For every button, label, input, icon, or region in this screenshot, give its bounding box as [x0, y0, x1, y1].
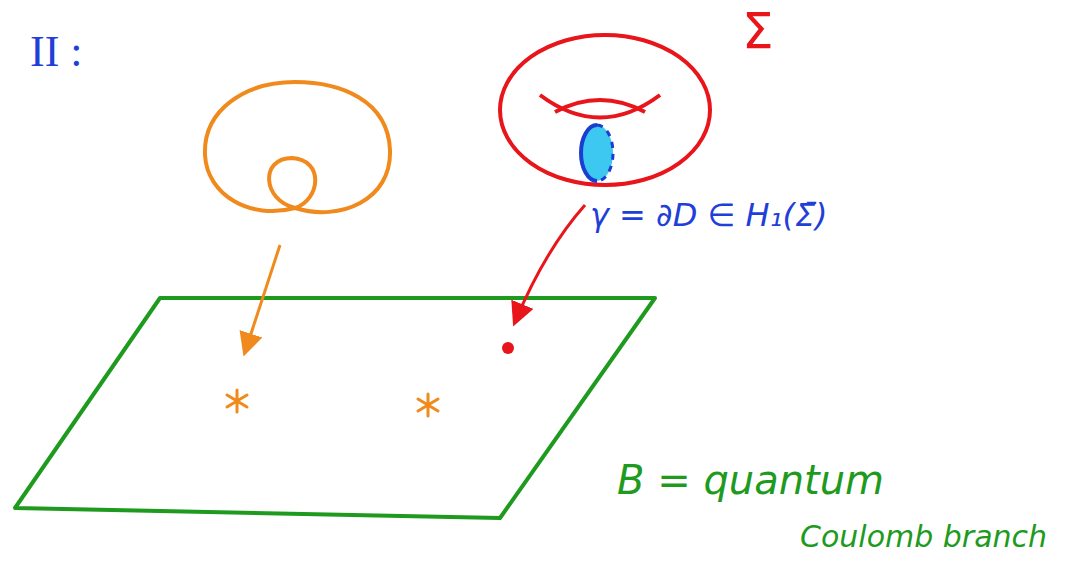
base-plane — [15, 298, 655, 518]
disk — [581, 125, 613, 181]
base-label: B = quantum — [617, 458, 884, 502]
singular-curve — [205, 82, 390, 212]
red-arrow — [515, 205, 585, 322]
surface-label: Σ — [742, 4, 774, 59]
smooth-point — [502, 342, 514, 354]
orange-arrow — [245, 245, 280, 352]
section-number: II : — [30, 28, 83, 76]
cycle-label: γ = ∂D ∈ H₁(Σ̄) — [590, 198, 828, 233]
base-label: Coulomb branch — [800, 520, 1047, 553]
singular-point — [227, 390, 247, 412]
torus — [500, 35, 710, 185]
singular-point — [418, 394, 438, 416]
